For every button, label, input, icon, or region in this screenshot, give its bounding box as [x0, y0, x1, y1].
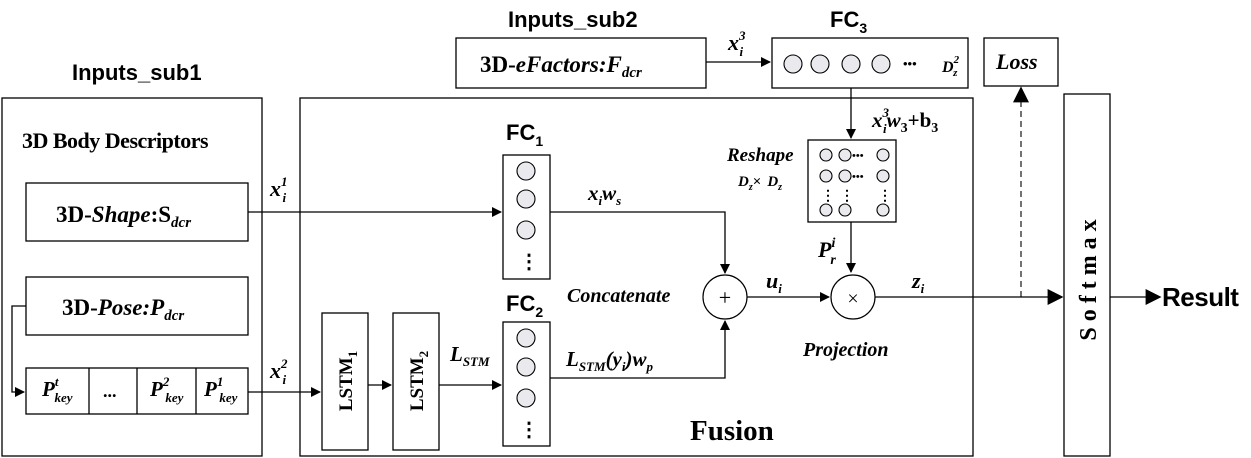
fusion-title: Fusion: [690, 415, 774, 447]
shape-descriptor-label: 3D-Shape:Sdcr: [56, 202, 191, 231]
svg-text:•••: •••: [852, 150, 864, 162]
shape-descriptor-box: [25, 182, 249, 242]
reshape-matrix-nodes: ••• ••• ⋮ ⋮ ⋮: [819, 148, 892, 217]
l-stm-label: LSTM: [449, 342, 490, 369]
pose-descriptor-label: 3D-Pose:Pdcr: [62, 295, 184, 324]
lstm2-block: [392, 312, 440, 451]
fc1-title: FC1: [506, 120, 543, 149]
body-descriptors-title: 3D Body Descriptors: [22, 128, 209, 153]
loss-label: Loss: [995, 49, 1038, 74]
efactors-label: 3D-eFactors:Fdcr: [480, 52, 642, 81]
svg-text:⋮: ⋮: [878, 189, 892, 204]
svg-text:•••: •••: [852, 171, 864, 183]
loss-box: [983, 37, 1059, 87]
fc2-vdots: ⋮: [519, 419, 539, 441]
lstm2-label: LSTM2: [407, 351, 431, 411]
inputs-sub1-title: Inputs_sub1: [72, 60, 202, 85]
svg-text:⋮: ⋮: [840, 189, 854, 204]
inputs-sub2-title: Inputs_sub2: [508, 7, 638, 32]
xiws-label: xiws: [587, 181, 621, 208]
softmax-layer: [1063, 93, 1111, 457]
svg-text:⋮: ⋮: [821, 189, 835, 204]
fc3-ellipsis: •••: [903, 56, 917, 71]
reshape-dims: Dz×Dz: [737, 174, 782, 193]
softmax-label: Softmax: [1076, 213, 1102, 340]
lstm1-block: [321, 312, 369, 451]
z-i-label: zi: [911, 268, 925, 296]
projection-symbol: ×: [847, 288, 858, 310]
lstm1-label: LSTM1: [336, 351, 360, 411]
keyframe-ellipsis: ...: [103, 381, 117, 401]
lstm-projection-label: LSTM(yi)wp: [565, 347, 654, 374]
projection-label: Projection: [802, 339, 889, 361]
fc1-vdots: ⋮: [519, 251, 539, 273]
concatenate-symbol: +: [719, 285, 731, 310]
concatenate-label: Concatenate: [567, 285, 670, 307]
pose-descriptor-box: [25, 276, 249, 336]
fc3-layer: [771, 37, 969, 89]
efactors-box: [455, 37, 707, 89]
u-i-label: ui: [766, 268, 782, 296]
pose-to-keyframes-arrow: [11, 305, 26, 397]
reshape-label: Reshape: [726, 145, 794, 166]
fc2-title: FC2: [506, 291, 543, 320]
fc2-to-concatenate-arrow: [550, 320, 730, 379]
fc1-to-concatenate-arrow: [550, 211, 730, 274]
result-label: Result: [1162, 282, 1239, 312]
fc3-title: FC3: [830, 7, 867, 36]
